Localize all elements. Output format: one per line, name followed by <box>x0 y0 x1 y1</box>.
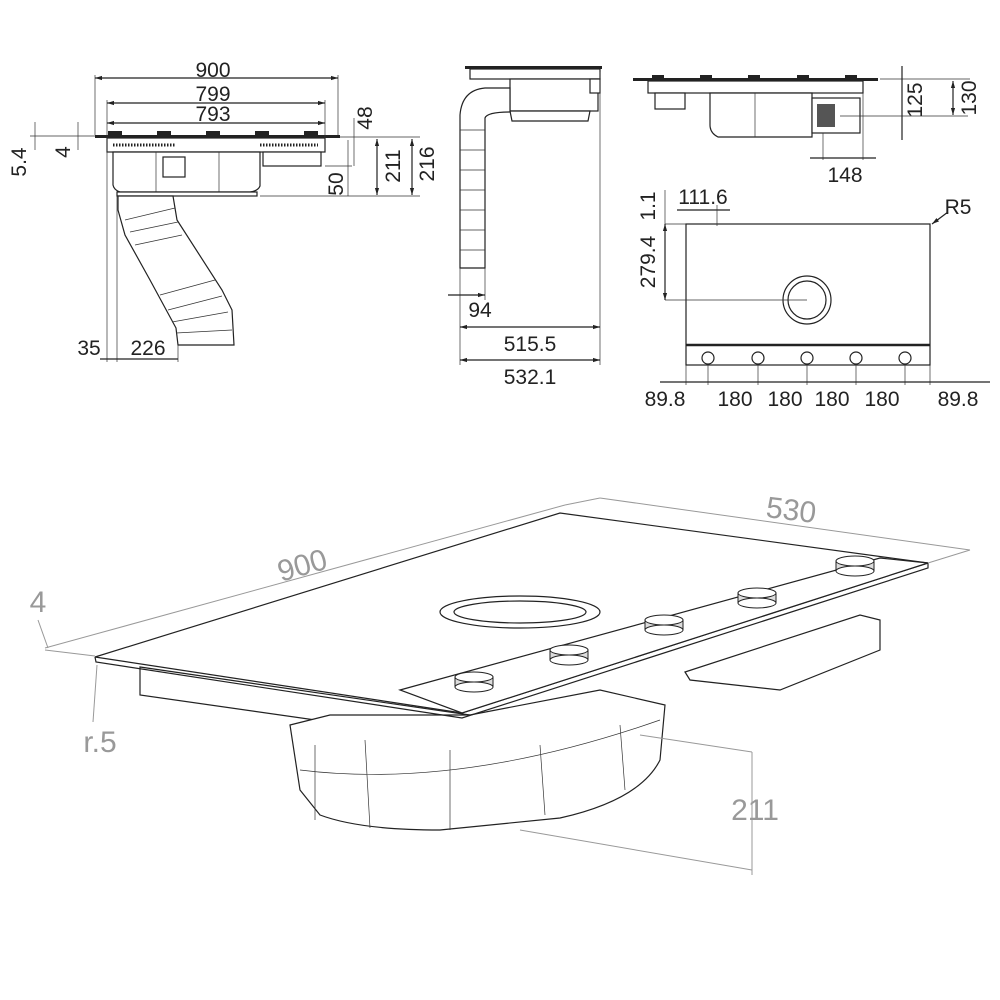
fan-bowl <box>112 151 261 193</box>
control-box <box>262 151 322 167</box>
dim-5-4: 5.4 <box>8 147 31 177</box>
hob-body <box>106 137 326 153</box>
dim-spacing-6: 89.8 <box>938 388 979 411</box>
dim-94: 94 <box>468 299 492 322</box>
dim-216: 216 <box>416 146 439 181</box>
iso-vent-inner <box>453 600 587 624</box>
dim-211: 211 <box>382 149 405 182</box>
dim-900: 900 <box>195 59 230 82</box>
iso-dim-4: 4 <box>30 586 47 619</box>
plan-outline <box>685 223 931 366</box>
rear-view: 125 130 148 <box>633 66 981 187</box>
dim-spacing-4: 180 <box>814 388 849 411</box>
dim-799: 799 <box>195 83 230 106</box>
isometric-view: 900 530 4 r.5 211 <box>30 491 971 875</box>
iso-dim-530: 530 <box>764 491 818 530</box>
side-duct <box>459 87 511 269</box>
dim-spacing-3: 180 <box>767 388 802 411</box>
dim-1-1: 1.1 <box>637 191 660 220</box>
dim-50: 50 <box>325 172 348 195</box>
iso-dim-900: 900 <box>274 543 331 589</box>
dim-spacing-2: 180 <box>717 388 752 411</box>
side-view: 94 515.5 532.1 <box>448 66 602 389</box>
dim-spacing-1: 89.8 <box>645 388 686 411</box>
dim-532-1: 532.1 <box>504 366 557 389</box>
iso-dim-211: 211 <box>731 794 779 827</box>
plan-view: 1.1 279.4 111.6 R5 89.8 180 180 180 180 … <box>637 186 990 411</box>
glass-top <box>95 135 340 138</box>
side-glass <box>465 66 602 69</box>
iso-fan-housing <box>289 689 666 831</box>
dim-111-6: 111.6 <box>678 186 727 209</box>
dim-r5: R5 <box>945 196 972 219</box>
dim-793: 793 <box>195 103 230 126</box>
rear-glass <box>633 78 878 81</box>
knob-blocks <box>108 131 318 135</box>
iso-vent-outer <box>439 595 601 629</box>
dim-279-4: 279.4 <box>637 235 660 288</box>
front-view: 900 799 793 5.4 4 48 50 211 216 35 226 <box>8 59 439 362</box>
dim-148: 148 <box>827 164 862 187</box>
iso-dim-r5: r.5 <box>83 726 116 759</box>
dim-515-5: 515.5 <box>504 333 557 356</box>
dim-35: 35 <box>77 337 100 360</box>
iso-knobs <box>454 555 875 693</box>
dim-125: 125 <box>904 82 927 117</box>
dim-spacing-5: 180 <box>864 388 899 411</box>
dim-226: 226 <box>130 337 165 360</box>
dim-4: 4 <box>52 146 75 158</box>
iso-control-box <box>684 614 881 691</box>
dim-130: 130 <box>958 80 981 115</box>
duct <box>117 195 235 346</box>
dim-48: 48 <box>354 106 377 129</box>
